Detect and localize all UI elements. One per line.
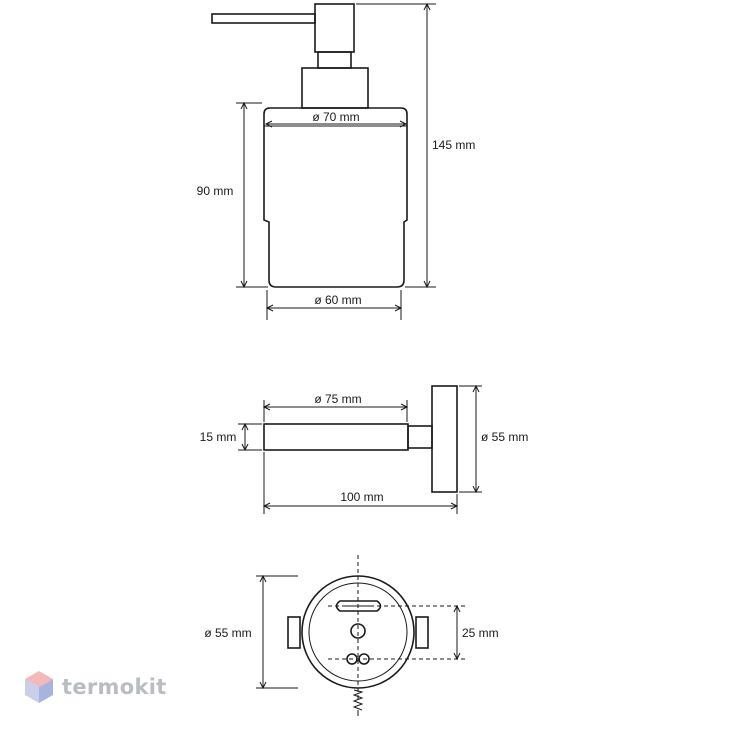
dimension-body-height: 90 mm [197, 101, 268, 289]
holder-base-diameter-label: ø 55 mm [481, 430, 528, 444]
dispenser-top-diameter-label: ø 70 mm [312, 110, 359, 124]
mount-right-tab [415, 616, 429, 649]
dispenser-pump-stem [317, 51, 352, 69]
dimension-top-diameter: ø 70 mm [264, 110, 408, 128]
cube-logo-icon [25, 671, 53, 703]
mount-bottom-screw-right [358, 653, 370, 665]
dispenser-nozzle [211, 13, 316, 24]
dispenser-pump-head [314, 3, 355, 53]
dimension-ring-thickness: 15 mm [200, 422, 262, 452]
dispenser-collar [301, 67, 369, 109]
dispenser-body [263, 107, 408, 288]
dispenser-total-height-label: 145 mm [432, 138, 475, 152]
dimension-base-diameter: ø 55 mm [459, 384, 528, 494]
holder-wall-base [431, 385, 458, 493]
dispenser-body-height-label: 90 mm [197, 184, 234, 198]
dispenser-view: ø 70 mm ø 60 mm 90 mm 145 mm [197, 2, 475, 320]
dimension-ring-diameter: ø 75 mm [262, 392, 409, 422]
holder-projection-label: 100 mm [340, 490, 383, 504]
dimension-projection: 100 mm [262, 452, 459, 514]
dimension-total-height: 145 mm [356, 2, 475, 289]
watermark-text: termokit [62, 675, 167, 699]
dispenser-bottom-diameter-label: ø 60 mm [314, 293, 361, 307]
mount-front-view: ø 55 mm 25 mm [204, 555, 499, 716]
holder-ring-diameter-label: ø 75 mm [314, 392, 361, 406]
watermark-logo: termokit [24, 670, 167, 704]
dimension-hole-spacing: 25 mm [453, 604, 499, 661]
dimension-bottom-diameter: ø 60 mm [265, 290, 403, 320]
holder-arm [407, 425, 433, 449]
mount-center-hole [350, 623, 366, 639]
holder-ring-thickness-label: 15 mm [200, 430, 237, 444]
mount-left-tab [287, 616, 301, 649]
set-screw-icon [352, 689, 364, 716]
mount-top-slot [335, 600, 382, 612]
mount-hole-spacing-label: 25 mm [462, 626, 499, 640]
dimension-mount-diameter: ø 55 mm [204, 574, 298, 690]
mount-diameter-label: ø 55 mm [204, 626, 251, 640]
holder-side-view: ø 75 mm 15 mm ø 55 mm 100 mm [200, 384, 528, 514]
mount-bottom-screw-left [346, 653, 358, 665]
holder-ring-profile [263, 423, 409, 451]
